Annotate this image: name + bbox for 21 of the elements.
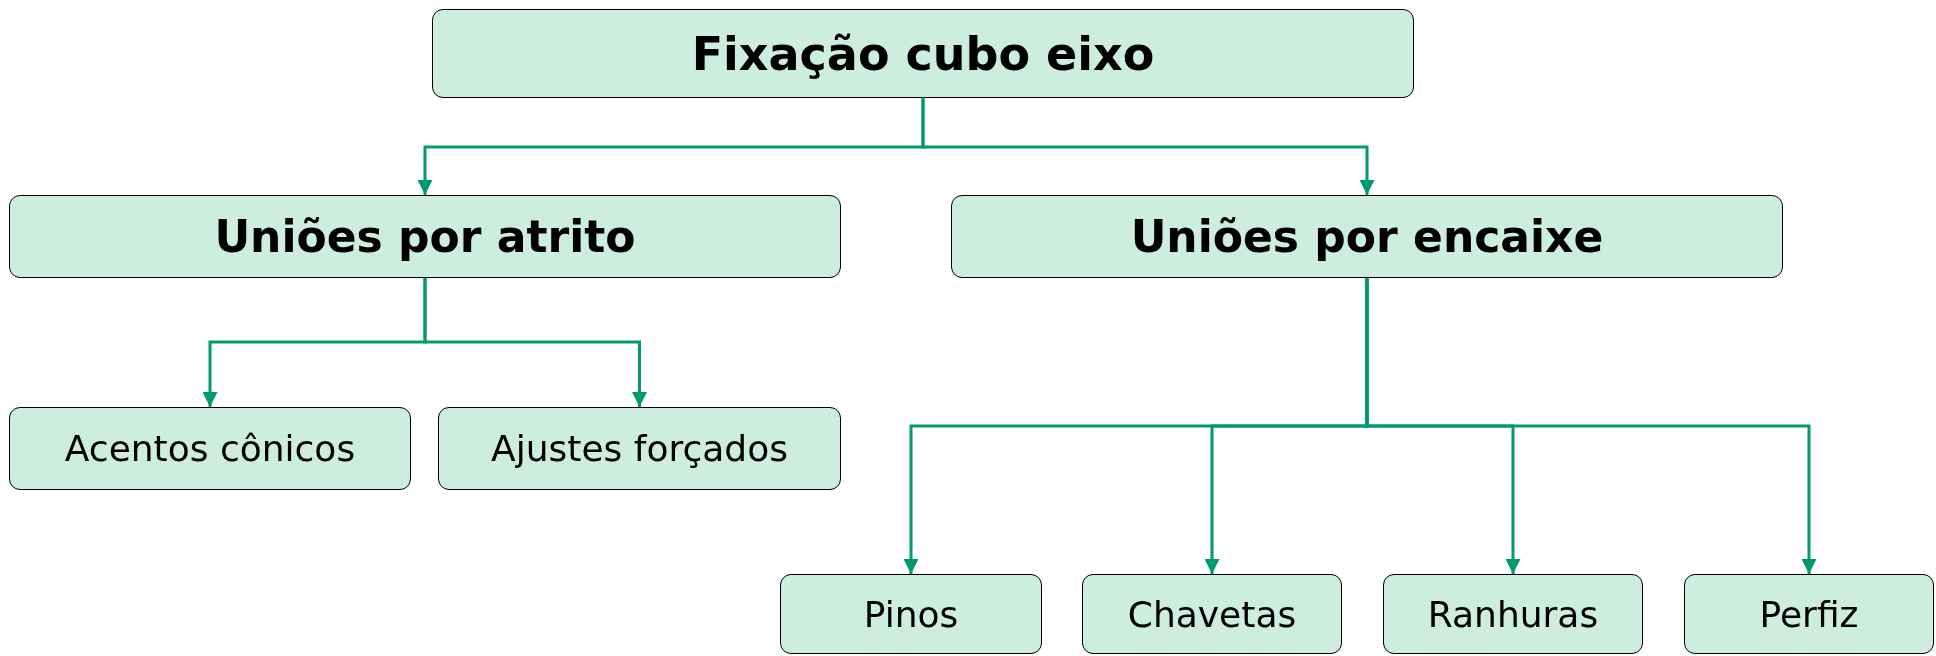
box-label: Pinos [863, 593, 959, 635]
box-label: Acentos cônicos [64, 428, 356, 469]
box-label: Fixação cubo eixo [691, 26, 1155, 81]
category-box [1684, 574, 1934, 654]
category-box [438, 407, 841, 490]
arrow [921, 98, 1375, 195]
category-box [9, 195, 841, 278]
box-label: Ajustes forçados [491, 428, 788, 469]
category-box [1082, 574, 1342, 654]
box-label: Ranhuras [1427, 593, 1599, 635]
box-label: Uniões por atrito [214, 211, 636, 262]
box-label: Chavetas [1127, 593, 1297, 635]
arrow [1365, 278, 1817, 574]
category-box [951, 195, 1783, 278]
box-label: Uniões por encaixe [1130, 211, 1604, 262]
category-box [780, 574, 1042, 654]
arrow [423, 278, 647, 407]
category-box [432, 9, 1414, 98]
box-label: Perfiz [1759, 593, 1859, 635]
category-box [9, 407, 411, 490]
category-box [1383, 574, 1643, 654]
